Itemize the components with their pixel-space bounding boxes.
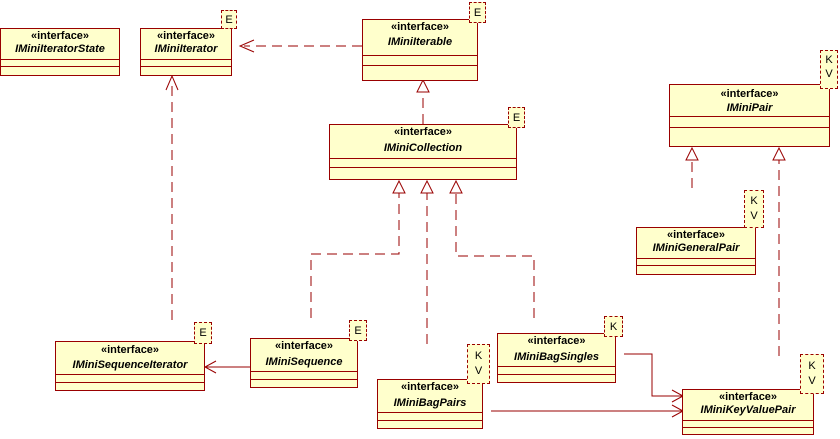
separator	[330, 167, 516, 168]
triangle-collection-mid	[420, 179, 434, 194]
class-name: IMiniIterable	[387, 36, 453, 48]
stereotype-label: «interface»	[666, 229, 726, 241]
separator	[56, 382, 204, 383]
stereotype-label: «interface»	[527, 335, 586, 347]
stereotype-label: «interface»	[274, 340, 334, 352]
arrowhead-seqiterator	[203, 360, 217, 374]
class-name: IMiniPair	[726, 102, 773, 114]
class-name: IMiniSequenceIterator	[72, 359, 188, 371]
separator	[378, 420, 482, 421]
type-parameter: E	[512, 112, 521, 124]
class-name: IMiniCollection	[383, 142, 463, 154]
type-parameter: V	[808, 375, 816, 387]
interface-iminibagsingles[interactable]: «interface» IMiniBagSingles	[497, 333, 616, 383]
type-parameter-box: E	[349, 320, 367, 341]
type-parameter-box: E	[469, 2, 486, 23]
class-name: IMiniKeyValuePair	[700, 404, 796, 416]
interface-iminikeyvaluepair[interactable]: «interface» IMiniKeyValuePair	[682, 389, 814, 435]
separator	[363, 65, 477, 66]
separator	[670, 116, 829, 117]
interface-iminipair[interactable]: «interface» IMiniPair	[669, 84, 830, 147]
separator	[637, 265, 755, 266]
stereotype-label: «interface»	[400, 381, 460, 393]
type-parameter: K	[825, 54, 833, 66]
class-name: IMiniIterator	[154, 43, 218, 55]
triangle-pair-left	[685, 146, 699, 161]
type-parameter: V	[825, 68, 833, 80]
separator	[637, 258, 755, 259]
separator	[363, 55, 477, 56]
separator	[251, 371, 357, 372]
triangle-collection-right	[449, 179, 463, 194]
edge-sequence-collection	[310, 193, 400, 318]
class-name: IMiniSequence	[265, 356, 343, 368]
interface-iminigeneralpair[interactable]: «interface» IMiniGeneralPair	[636, 227, 756, 275]
separator	[330, 158, 516, 159]
separator	[1, 66, 119, 67]
triangle-pair-right	[772, 146, 786, 161]
type-parameter-box: K V	[800, 354, 824, 394]
separator	[378, 412, 482, 413]
type-parameter: E	[354, 325, 362, 337]
interface-iminisequence[interactable]: «interface» IMiniSequence	[250, 338, 358, 388]
edge-bagsingles-collection	[455, 193, 535, 318]
separator	[56, 374, 204, 375]
interface-iminicollection[interactable]: «interface» IMiniCollection	[329, 124, 517, 180]
class-name: IMiniIteratorState	[15, 43, 105, 55]
type-parameter: E	[225, 14, 233, 26]
interface-iminiiterator[interactable]: «interface» IMiniIterator	[140, 28, 232, 76]
type-parameter: E	[199, 327, 207, 339]
stereotype-label: «interface»	[390, 21, 450, 33]
type-parameter-box: K V	[820, 50, 838, 89]
type-parameter-box: K	[604, 316, 623, 337]
separator	[498, 366, 615, 367]
separator	[1, 59, 119, 60]
type-parameter: E	[473, 7, 482, 19]
stereotype-label: «interface»	[156, 30, 216, 42]
separator	[683, 420, 813, 421]
stereotype-label: «interface»	[718, 391, 778, 403]
type-parameter: V	[474, 365, 483, 377]
interface-iminisequenceiterator[interactable]: «interface» IMiniSequenceIterator	[55, 341, 205, 391]
separator	[141, 66, 231, 67]
type-parameter-box: E	[221, 10, 237, 29]
class-name: IMiniGeneralPair	[652, 242, 740, 254]
type-parameter-box: K V	[744, 190, 764, 228]
stereotype-label: «interface»	[393, 126, 453, 138]
type-parameter-box: E	[194, 322, 212, 344]
interface-iminibagpairs[interactable]: «interface» IMiniBagPairs	[377, 379, 483, 429]
separator	[251, 379, 357, 380]
stereotype-label: «interface»	[30, 30, 90, 42]
separator	[683, 427, 813, 428]
stereotype-label: «interface»	[720, 88, 779, 100]
arrowhead-iterator	[238, 39, 255, 53]
type-parameter: V	[750, 210, 758, 222]
type-parameter: K	[808, 360, 816, 372]
type-parameter: K	[750, 195, 758, 207]
interface-iminiiteratorstate[interactable]: «interface» IMiniIteratorState	[0, 28, 120, 76]
triangle-iterable	[416, 78, 430, 93]
stereotype-label: «interface»	[100, 344, 160, 356]
type-parameter: K	[609, 321, 618, 333]
triangle-collection-left	[392, 179, 406, 194]
edge-bagsingles-keyvaluepair	[624, 353, 682, 397]
arrowhead-seqiterator-iterator	[165, 74, 179, 91]
interface-iminiiterable[interactable]: «interface» IMiniIterable	[362, 19, 478, 81]
type-parameter: K	[474, 350, 483, 362]
separator	[498, 374, 615, 375]
class-name: IMiniBagSingles	[514, 351, 599, 363]
type-parameter-box: K V	[467, 344, 490, 384]
separator	[141, 59, 231, 60]
separator	[670, 127, 829, 128]
class-name: IMiniBagPairs	[393, 397, 467, 409]
type-parameter-box: E	[508, 107, 525, 128]
